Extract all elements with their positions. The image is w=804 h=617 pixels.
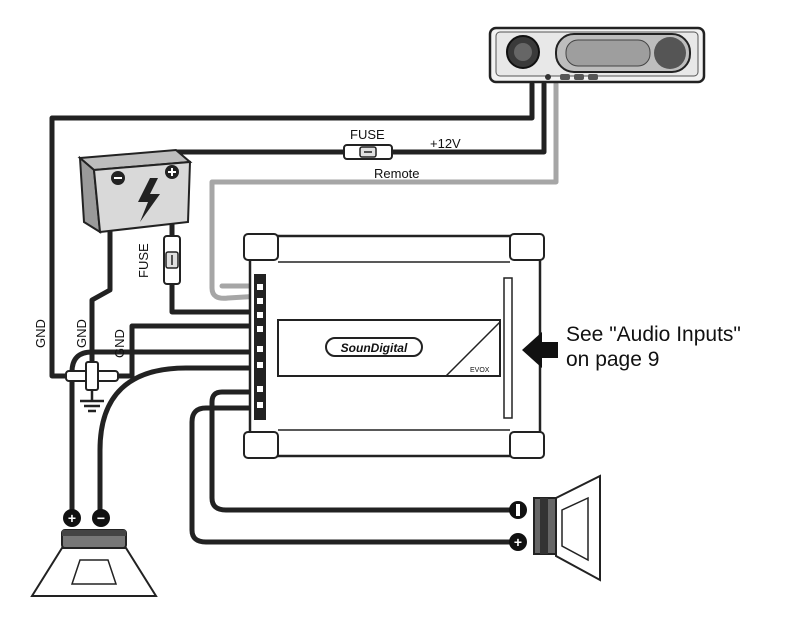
lightning-bolt-icon [138, 178, 160, 222]
power-wire-fuse-to-battery [169, 149, 347, 171]
brand-logo-badge [325, 337, 423, 357]
left-speaker-plus-terminal [63, 509, 81, 527]
right-speaker [533, 474, 601, 582]
gnd-left-label: GND [33, 319, 48, 348]
amp-brand-label: SounDigital [341, 341, 408, 355]
plus12v-label: +12V [430, 136, 461, 151]
right-speaker-minus-wire [209, 389, 515, 513]
fuse-top-label: FUSE [350, 127, 385, 142]
right-speaker-plus-terminal [509, 533, 527, 551]
amplifier [243, 233, 545, 459]
gnd-mid-label: GND [74, 319, 89, 348]
fuse-top [343, 144, 393, 160]
ground-junction [65, 361, 119, 413]
right-speaker-minus-terminal [509, 501, 527, 519]
audio-inputs-note-line2: on page 9 [566, 348, 660, 371]
battery [77, 148, 193, 234]
left-speaker-minus-symbol: − [97, 510, 105, 526]
audio-inputs-note: See "Audio Inputs" on page 9 [566, 322, 741, 372]
head-unit [488, 26, 706, 84]
ground-symbol-icon [80, 399, 104, 413]
right-speaker-plus-wire [189, 405, 515, 545]
audio-inputs-note-line1: See "Audio Inputs" [566, 323, 741, 346]
left-speaker-plus-symbol: + [68, 510, 76, 526]
arrow-left-icon [522, 332, 558, 368]
battery-gnd-wire [89, 171, 113, 379]
remote-label: Remote [374, 166, 420, 181]
left-speaker-minus-terminal [92, 509, 110, 527]
left-speaker-minus-wire [97, 365, 265, 515]
gnd-wire-head-unit [49, 81, 535, 379]
remote-wire [209, 81, 559, 301]
left-speaker [30, 529, 158, 597]
fuse-side [163, 235, 181, 285]
gnd-right-label: GND [112, 329, 127, 358]
fuse-to-amp-wire [169, 279, 265, 315]
power-wire-head-unit [389, 81, 547, 155]
fuse-side-label: FUSE [136, 243, 151, 278]
amp-model-label: EVOX [470, 367, 490, 374]
right-speaker-plus-symbol: + [514, 534, 522, 550]
